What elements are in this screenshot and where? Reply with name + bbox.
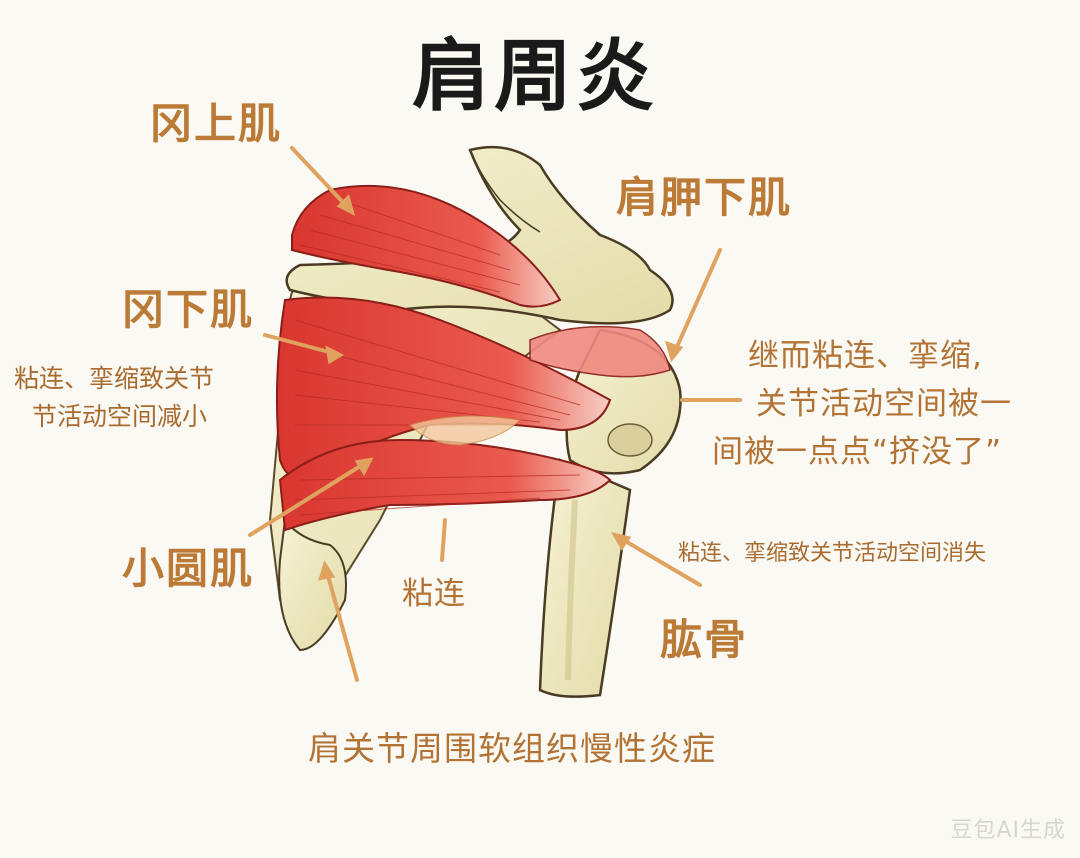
note-lower-right: 粘连、挛缩致关节活动空间消失 [678,541,987,566]
note-left-line1: 粘连、挛缩致关节 [14,364,215,393]
label-supraspinatus: 冈上肌 [150,99,283,148]
subscapularis-tendon [529,325,671,378]
note-right-line2: 关节活动空间被一 [756,386,1012,422]
page-title: 肩周炎 [412,32,659,122]
watermark: 豆包AI生成 [950,818,1066,843]
label-teres-minor: 小圆肌 [122,544,255,593]
label-infraspinatus: 冈下肌 [122,285,255,334]
label-arrows [248,146,742,682]
humerus-bone [538,458,632,698]
note-left-line2: 节活动空间减小 [32,402,208,431]
adhesion-band [409,415,522,446]
label-humerus: 肱骨 [660,615,749,664]
note-bottom: 肩关节周围软组织慢性炎症 [308,729,716,768]
label-subscapularis: 肩胛下肌 [616,173,793,222]
note-right-line3: 间被一点点“挤没了” [712,434,1003,470]
supraspinatus-muscle [291,184,562,308]
label-adhesion: 粘连 [402,576,466,612]
note-right-line1: 继而粘连、挛缩, [748,338,983,374]
